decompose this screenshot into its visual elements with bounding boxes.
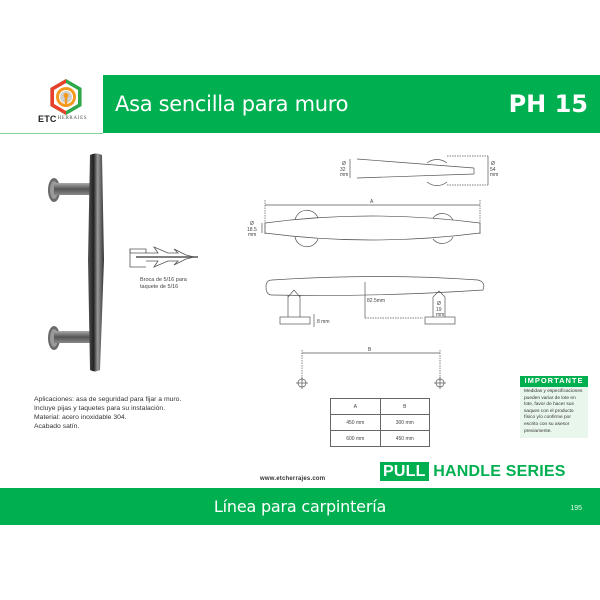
technical-drawing: Ø 32 mm Ø 54 mm A Ø 18.5 mm 82.5mm 8 mm … — [247, 155, 498, 389]
series-highlight: PULL — [380, 462, 429, 481]
table-header: A — [330, 398, 381, 415]
description-line: Material: acero inoxidable 304. — [34, 414, 127, 421]
dim-label: 8 mm — [317, 319, 330, 325]
anchor-caption-line: Broca de 5/16 para — [140, 277, 187, 283]
footer-title: Línea para carpintería — [213, 497, 387, 516]
table-header: B — [379, 398, 430, 415]
brand-name: ETCHERRAJES — [38, 114, 87, 124]
dim-label: 19 — [436, 307, 442, 313]
series-banner: PULL HANDLE SERIES — [380, 462, 566, 481]
brand-name-primary: ETC — [38, 114, 57, 124]
dim-label: mm — [248, 232, 256, 238]
dim-label: Ø — [491, 161, 495, 167]
table-row: 450 mm 300 mm — [330, 414, 430, 431]
brand-name-secondary: HERRAJES — [57, 116, 88, 121]
page-title: Asa sencilla para muro — [115, 92, 349, 116]
table-cell: 450 mm — [330, 414, 381, 431]
size-table: A B 450 mm 300 mm 600 mm 450 mm — [330, 398, 430, 447]
dim-label: Ø — [342, 161, 346, 167]
anchor-caption-line: taquete de 5/16 — [140, 284, 179, 290]
footer-bar — [0, 488, 600, 525]
dim-label: 82.5mm — [367, 298, 385, 304]
dim-label: 18.5 — [247, 227, 257, 233]
front-view — [261, 200, 481, 248]
hexagon-keyhole-logo-icon — [50, 79, 82, 115]
dim-label-a: A — [370, 199, 374, 205]
header-divider — [0, 133, 103, 134]
dim-label: mm — [490, 172, 498, 178]
table-cell: 600 mm — [330, 430, 381, 447]
dim-label-b: B — [368, 347, 372, 353]
top-view — [349, 155, 489, 186]
important-title: IMPORTANTE — [520, 376, 588, 386]
website-link[interactable]: www.etcherrajes.com — [260, 476, 326, 482]
wall-plug-anchor-icon — [129, 246, 198, 268]
page-number: 195 — [570, 505, 582, 512]
anchor-caption: Broca de 5/16 para taquete de 5/16 — [140, 277, 187, 291]
dim-label: Ø — [437, 301, 441, 307]
important-body: Medidas y especificaciones pueden variar… — [520, 386, 588, 439]
dim-label: Ø — [250, 221, 254, 227]
mounting-holes — [296, 350, 446, 389]
table-header-row: A B — [330, 398, 430, 415]
important-notice: IMPORTANTE Medidas y especificaciones pu… — [520, 376, 588, 439]
product-code: PH 15 — [508, 90, 588, 118]
description-line: Aplicaciones: asa de seguridad para fija… — [34, 396, 182, 403]
series-name: HANDLE SERIES — [433, 463, 566, 480]
header-bar — [103, 75, 600, 133]
product-description: Aplicaciones: asa de seguridad para fija… — [34, 395, 204, 431]
description-line: Incluye pijas y taquetes para su instala… — [34, 405, 166, 412]
description-line: Acabado satín. — [34, 423, 80, 430]
dim-label: 54 — [490, 167, 496, 173]
product-photo-handle — [48, 153, 104, 372]
dim-label: 32 — [340, 167, 346, 173]
table-cell: 300 mm — [379, 414, 430, 431]
table-row: 600 mm 450 mm — [330, 430, 430, 447]
dim-label: mm — [436, 312, 444, 318]
side-view — [265, 276, 485, 327]
dim-label: mm — [340, 172, 348, 178]
table-cell: 450 mm — [379, 430, 430, 447]
